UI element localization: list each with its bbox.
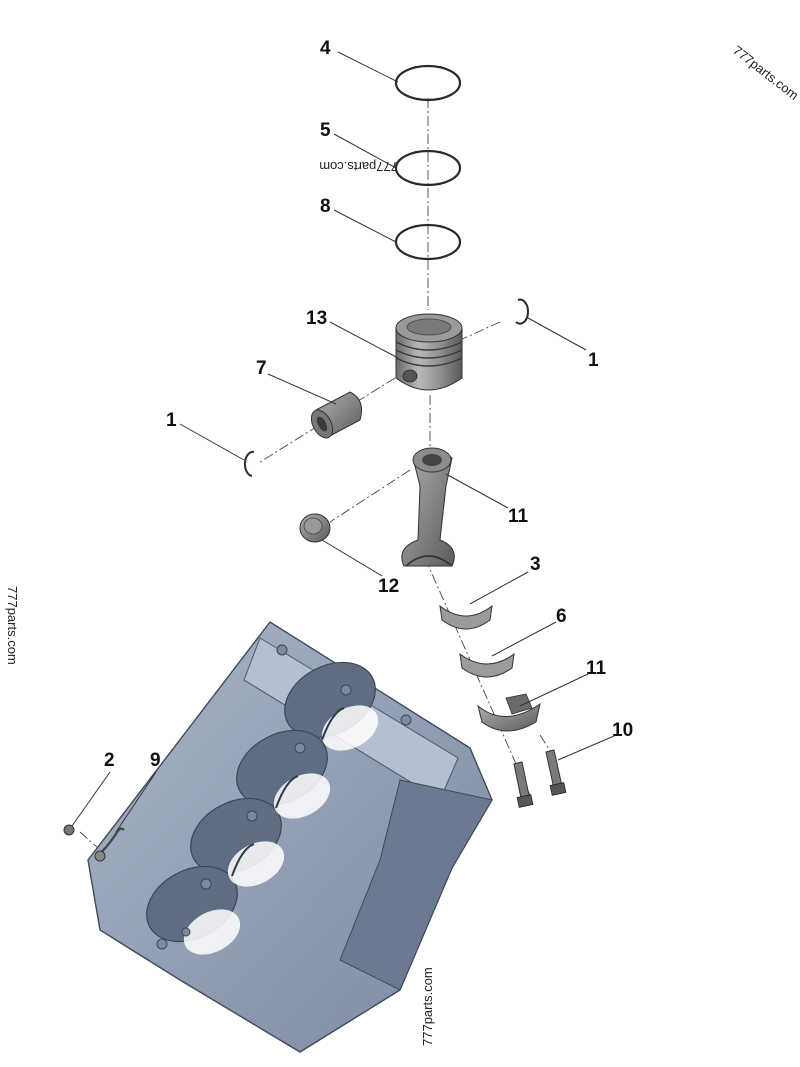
callout-3: 3 <box>530 554 541 575</box>
rod-bolt-left <box>513 761 534 808</box>
bushing <box>299 513 331 543</box>
watermark-near-ring: 777parts.com <box>319 159 398 174</box>
watermark-top-right: 777parts.com <box>730 43 800 103</box>
snap-ring-left <box>243 450 255 477</box>
callout-8: 8 <box>320 196 331 217</box>
engine-block <box>87 621 493 1053</box>
callout-1-left: 1 <box>166 410 177 431</box>
nozzle-screw <box>63 824 75 836</box>
callout-13: 13 <box>306 308 327 329</box>
callout-1-right: 1 <box>588 350 599 371</box>
bearing-shell-upper <box>439 604 493 630</box>
callout-6: 6 <box>556 606 567 627</box>
piston-pin <box>310 391 363 439</box>
watermark-left-edge: 777parts.com <box>5 586 20 665</box>
callout-2: 2 <box>104 750 115 771</box>
leader-lines <box>71 51 615 833</box>
callout-10: 10 <box>612 720 633 741</box>
snap-ring-right <box>515 298 530 325</box>
callout-4: 4 <box>320 38 331 59</box>
piston <box>395 313 463 391</box>
connecting-rod <box>401 447 455 567</box>
callout-11-upper: 11 <box>508 506 529 527</box>
callout-7: 7 <box>256 358 267 379</box>
connecting-rod-cap <box>477 693 541 732</box>
callout-labels: 4 5 8 13 1 7 1 11 12 3 6 11 10 2 9 <box>104 38 633 771</box>
rod-bolt-right <box>545 749 567 796</box>
oil-jet-nozzle <box>94 827 125 862</box>
piston-ring-top <box>394 64 462 102</box>
callout-12: 12 <box>378 576 399 597</box>
watermark-bottom: 777parts.com <box>420 967 435 1046</box>
callout-11-lower: 11 <box>586 658 607 679</box>
callout-9: 9 <box>150 750 161 771</box>
callout-5: 5 <box>320 120 331 141</box>
bearing-shell-lower <box>459 652 515 678</box>
